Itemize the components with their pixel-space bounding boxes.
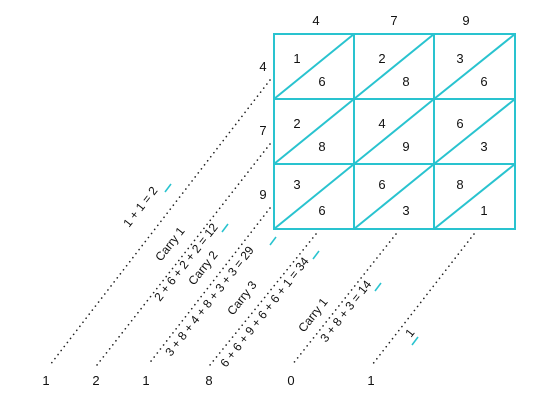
- diagonal-labels: 1 + 1 = 2 Carry 1 2 + 6 + 2 + 2 = 12 Car…: [120, 184, 417, 370]
- diagonal-guides: [49, 79, 475, 366]
- lattice-grid: [273, 33, 516, 230]
- sum-underline-1: [164, 183, 172, 193]
- cell-diagonal: [353, 33, 435, 100]
- top-digit-2: 7: [390, 13, 397, 28]
- cell-diagonal: [273, 33, 355, 100]
- cell-r2c3-ones: 3: [480, 139, 487, 154]
- cell-r3c3-tens: 8: [456, 177, 463, 192]
- diagonal-guide-6: [371, 233, 475, 366]
- result-digit-4: 8: [205, 373, 212, 388]
- cell-diagonal: [433, 98, 516, 165]
- diagonal-sum-5: 3 + 8 + 3 = 14: [317, 277, 374, 345]
- result-digit-2: 2: [92, 373, 99, 388]
- cell-diagonal: [433, 163, 516, 230]
- diagonal-sum-6: 1: [402, 326, 417, 340]
- left-digit-2: 7: [259, 123, 266, 138]
- cell-r1c2-ones: 8: [402, 74, 409, 89]
- cell-diagonal: [273, 98, 355, 165]
- cell-r3c2-tens: 6: [378, 177, 385, 192]
- cell-r1c3-tens: 3: [456, 51, 463, 66]
- grid-border: [273, 33, 516, 230]
- sum-underline-3: [269, 236, 277, 246]
- left-digit-1: 4: [259, 59, 266, 74]
- diagonal-sum-1: 1 + 1 = 2: [120, 184, 160, 230]
- cell-r1c3-ones: 6: [480, 74, 487, 89]
- cell-r1c1-ones: 6: [318, 74, 325, 89]
- cell-r3c3-ones: 1: [480, 203, 487, 218]
- cell-diagonal: [433, 33, 516, 100]
- diagonal-guide-1: [49, 79, 271, 366]
- result-row: 1 2 1 8 0 1: [42, 373, 374, 388]
- diagonal-guide-4: [209, 233, 317, 366]
- result-digit-6: 1: [367, 373, 374, 388]
- sum-underline-5: [374, 282, 382, 292]
- left-digit-3: 9: [259, 187, 266, 202]
- cell-r2c1-tens: 2: [293, 116, 300, 131]
- cell-diagonal: [273, 163, 355, 230]
- cell-r2c1-ones: 8: [318, 139, 325, 154]
- result-digit-1: 1: [42, 373, 49, 388]
- sum-underline-2: [221, 223, 229, 233]
- cell-r3c2-ones: 3: [402, 203, 409, 218]
- cell-r2c3-tens: 6: [456, 116, 463, 131]
- cell-r3c1-ones: 6: [318, 203, 325, 218]
- cell-r1c1-tens: 1: [293, 51, 300, 66]
- top-digit-1: 4: [312, 13, 319, 28]
- cell-r3c1-tens: 3: [293, 177, 300, 192]
- cell-r2c2-ones: 9: [402, 139, 409, 154]
- cell-diagonal: [353, 98, 435, 165]
- cell-r1c2-tens: 2: [378, 51, 385, 66]
- diagonal-guide-2: [96, 143, 271, 366]
- sum-underline-4: [312, 250, 320, 260]
- result-digit-3: 1: [142, 373, 149, 388]
- cell-r2c2-tens: 4: [378, 116, 385, 131]
- top-digit-3: 9: [462, 13, 469, 28]
- cell-diagonal: [353, 163, 435, 230]
- result-digit-5: 0: [287, 373, 294, 388]
- sum-underline-6: [411, 336, 419, 346]
- sum-underlines: [164, 183, 419, 346]
- diagonal-guide-5: [291, 233, 397, 366]
